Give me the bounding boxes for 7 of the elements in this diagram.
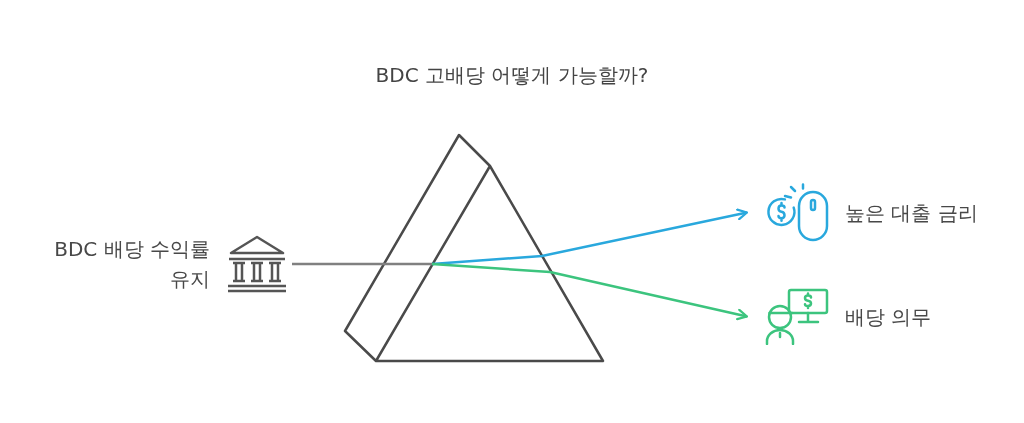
prism-drawing bbox=[343, 133, 606, 363]
node-label: 배당 의무 bbox=[845, 303, 932, 331]
node-label: BDC 배당 수익률 유지 bbox=[53, 236, 210, 293]
node-label: 높은 대출 금리 bbox=[845, 199, 978, 227]
arrow bbox=[431, 262, 749, 321]
connector-line bbox=[292, 262, 432, 266]
diagram-title: BDC 고배당 어떻게 가능할까? bbox=[375, 62, 649, 89]
